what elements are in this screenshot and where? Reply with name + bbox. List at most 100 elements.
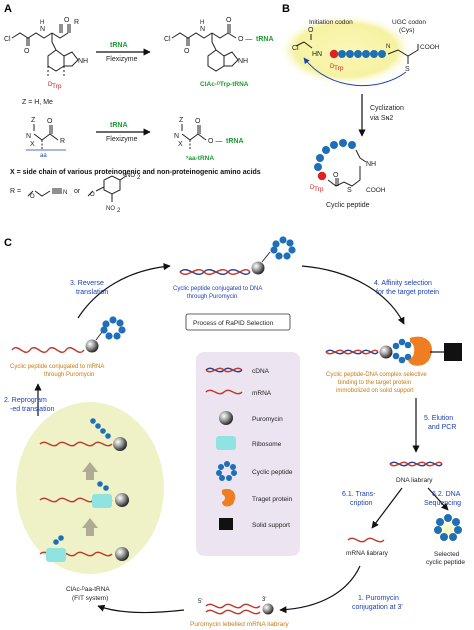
right-caption-line1: Cyclic peptide-DNA complex selective [326,372,427,378]
reactant-clac-trp [11,24,79,76]
step-4-label-b: for the target protein [376,289,439,296]
complex-on-solid-support [325,336,462,366]
cyclic-peptide-ring [314,139,356,181]
legend-label-cdna: cDNA [252,368,270,375]
s-label-b-top: S [405,66,410,73]
n-label-2: N [200,26,205,33]
z-label-2: Z [179,117,184,124]
dtrp-bead [317,171,327,181]
svg-text:O —: O — [208,138,222,145]
r-label-1: R [74,19,79,26]
cys-label: (Cys) [399,27,415,34]
n-label-1: N [40,26,45,33]
svg-text:D: D [310,185,315,191]
arrow-puromycin-conjugation [279,565,361,614]
target-protein-shape [408,336,432,366]
no2-label-1: NO [126,173,135,179]
panel-a: A Cl O H N R O NH D Trp tRNA Flexizyme [4,3,274,214]
svg-text:N: N [63,190,67,196]
up-arrow-icon [82,462,98,480]
ugc-codon-label: UGC codon [392,19,426,26]
panel-a-label: A [4,3,12,15]
arrow-dna-sequencing [427,487,449,511]
solid-support-icon [219,518,233,530]
o-label-1: O [24,48,30,55]
cooh-label-b1: COOH [420,44,440,51]
up-arrow-icon [82,518,98,536]
left-caption-line2: through Puromycin [44,372,94,378]
ribosome-icon [92,494,112,508]
product-2-name: ˣaa-tRNA [186,155,214,162]
legend-label-solid-support: Solid support [252,522,290,529]
step-62-label-b: Sequencing [424,500,461,507]
translation-step-bottom [39,535,129,562]
r-definition: R = [10,188,21,195]
clac-label: ClAc-ᴰaa-tRNA [66,586,110,593]
target-protein-icon [222,488,236,507]
step-2-label: 2. Reprogram [4,397,47,404]
nh-label-1: NH [78,58,88,65]
step-3-label: 3. Reverse [70,280,104,287]
arrow-to-translation [97,604,185,614]
wtrp-text-1: Trp [52,83,62,90]
panel-c-label: C [4,237,12,249]
arrow-reverse-translation [77,263,171,319]
puromycin-ball [115,547,129,561]
mrna-library [347,537,385,543]
product-aa-trna [181,124,207,150]
ribosome-icon [46,548,66,562]
step-62-label: 6.2. DNA [432,491,461,498]
h-label-1: H [40,20,44,26]
o-label-6: O [195,118,201,125]
flexizyme-label-2: Flexizyme [106,136,138,143]
legend-cyclic-peptide: Cyclic peptide [216,461,293,481]
wtrp-label-b-top: Trp [334,65,344,72]
panel-c: C Cyclic peptide conjugated to DNA throu… [4,236,470,628]
mrna-library-label: mRNA liabrary [346,550,389,557]
svg-text:2: 2 [117,208,121,214]
step-3-label-b: translation [76,289,108,296]
dtrp-bead [329,49,339,59]
trna-label-1: tRNA [110,42,128,49]
cl-label-b: Cl [292,45,299,52]
peptide-bead [362,50,370,58]
cl-label-1: Cl [4,36,11,43]
dinitrobenzyl-ester-group: O [87,175,127,202]
o-label-3: O [184,48,190,55]
step-1-label-b: conjugation at 3' [352,604,403,611]
fit-system-label: (FIT system) [72,595,108,602]
svg-text:O: O [30,194,35,200]
step-5-label-b: and PCR [428,424,456,431]
peptide-bead [378,50,386,58]
cl-label-2: Cl [164,36,171,43]
x-label-1: X [30,141,35,148]
trna-label-2: tRNA [110,122,128,129]
o-label-b1: O [308,27,314,34]
n-label-3: N [26,133,31,140]
bottom-caption: Puromycin lebelled mRNA liabrary [190,621,289,628]
solid-support-block [444,343,462,361]
peptide-bead [338,50,346,58]
trna-suffix-1: tRNA [256,36,274,43]
dna-library-label: DNA liabrary [396,477,433,484]
peptide-bead [330,141,338,149]
puromycin-ball [115,493,129,507]
nucleophilic-attack-arrow [303,57,407,87]
step-5-label: 5. Elution [424,415,453,422]
legend-solid-support: Solid support [219,518,290,530]
panel-b-label: B [282,3,290,15]
cyclic-peptide-icon [100,316,126,340]
puromycin-mrna-library [205,603,274,615]
selected-label-line1: Selected [434,551,460,558]
translation-oval [16,402,164,574]
translation-step-top [39,418,127,451]
dna-peptide-conjugate-top [179,236,296,275]
step-61-label-b: cription [350,500,373,507]
legend-label-target-protein: Traget protein [252,496,293,503]
mrna-peptide-conjugate-left [11,316,126,353]
arrow-affinity-selection [301,265,405,325]
nh-label-2: NH [238,58,248,65]
peptide-bead [346,50,354,58]
puromycin-ball [251,261,265,275]
